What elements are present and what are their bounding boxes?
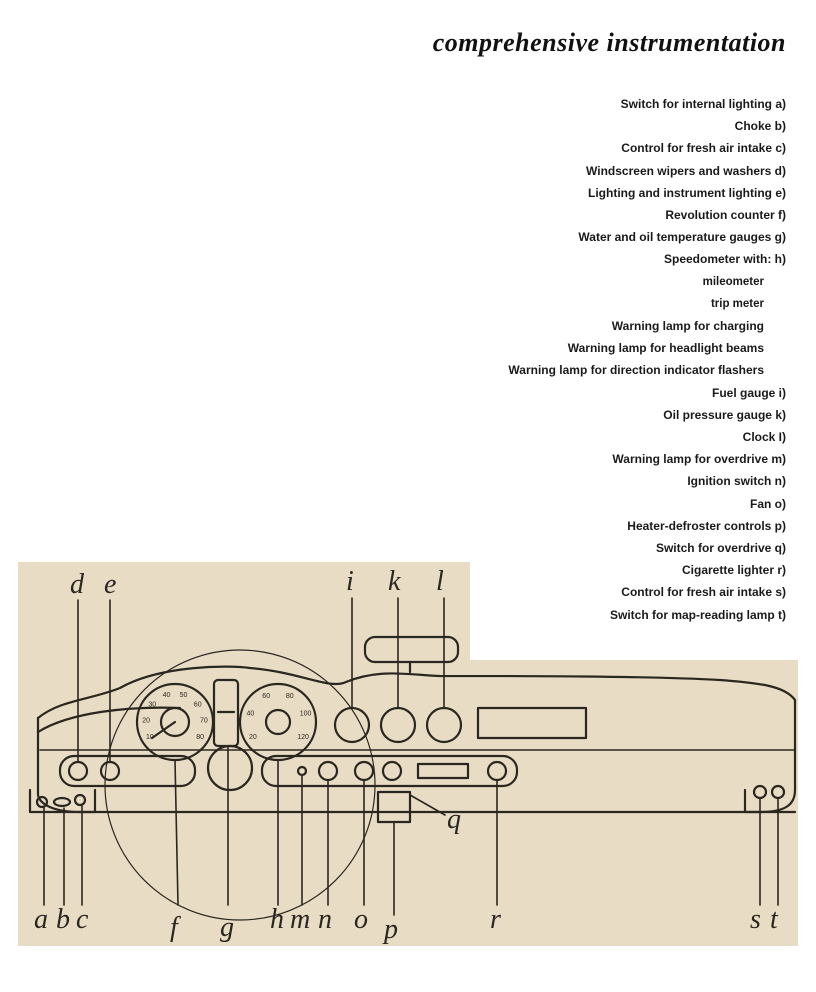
fuel-gauge	[333, 706, 371, 744]
gauge-tick-label: 60	[194, 701, 202, 708]
rear-view-mirror	[363, 635, 460, 664]
gauge-tick-label: 50	[180, 692, 188, 699]
fan-knob	[353, 760, 375, 782]
steering-column	[206, 744, 254, 792]
lighting-knob	[99, 760, 121, 782]
legend-item: Speedometer with: h)	[663, 252, 786, 267]
tachometer-ticks: 10 20 30 40 50 60 70 80	[142, 692, 208, 741]
clock	[425, 706, 463, 744]
legend-item: Switch for map-reading lamp t)	[609, 607, 786, 622]
steering-wheel	[104, 649, 376, 921]
callout-i: i	[346, 566, 354, 597]
legend-item: Switch for overdrive q)	[655, 541, 786, 555]
gauge-tick-label: 60	[262, 693, 270, 700]
callout-b: b	[56, 904, 70, 935]
speedometer	[238, 682, 318, 762]
legend-item: Warning lamp for overdrive m)	[612, 452, 786, 467]
left-switch-panel	[58, 754, 197, 788]
legend-item: Revolution counter f)	[665, 208, 786, 222]
legend-item: Oil pressure gauge k)	[663, 407, 786, 422]
legend-item: Cigarette lighter r)	[681, 563, 786, 578]
center-switch-panel	[260, 754, 519, 788]
callout-c: c	[76, 904, 89, 935]
tachometer	[135, 682, 215, 762]
gauge-tick-label: 20	[249, 734, 257, 741]
fresh-air-s	[770, 784, 786, 800]
legend-item: Lighting and instrument lighting e)	[588, 185, 786, 200]
callout-t: t	[770, 904, 779, 935]
glovebox-panel	[476, 706, 588, 740]
callout-e: e	[104, 569, 116, 600]
callout-q: q	[447, 804, 461, 835]
callout-p: p	[382, 914, 398, 945]
overdrive-switch	[376, 790, 412, 824]
legend-item: Warning lamp for direction indicator fla…	[508, 363, 764, 378]
callout-m: m	[290, 904, 310, 935]
overdrive-lamp	[296, 765, 308, 777]
heater-knob	[381, 760, 403, 782]
legend-item: mileometer	[702, 275, 764, 288]
legend-item: Warning lamp for charging	[611, 319, 764, 333]
wiper-knob	[67, 760, 89, 782]
gauge-tick-label: 30	[148, 701, 156, 708]
callout-f: f	[170, 912, 181, 943]
gauge-tick-label: 100	[300, 711, 312, 718]
ignition-switch	[317, 760, 339, 782]
legend-item: Control for fresh air intake s)	[621, 585, 786, 600]
map-lamp-switch	[752, 784, 768, 800]
page-title: comprehensive instrumentation	[432, 28, 786, 57]
internal-light-switch	[35, 795, 49, 809]
callout-s: s	[750, 904, 761, 935]
callout-k: k	[388, 566, 401, 597]
legend-item: Switch for internal lighting a)	[620, 97, 786, 111]
dashboard-top	[36, 665, 797, 720]
callout-r: r	[490, 904, 501, 935]
legend-item: Warning lamp for headlight beams	[567, 341, 764, 356]
choke-knob	[52, 796, 72, 808]
heater-slide	[416, 762, 470, 780]
legend-item: trip meter	[710, 297, 764, 310]
oil-pressure-gauge	[379, 706, 417, 744]
callout-o: o	[354, 904, 368, 935]
legend-item: Control for fresh air intake c)	[621, 141, 786, 156]
callout-l: l	[436, 566, 444, 597]
cigarette-lighter	[486, 760, 508, 782]
gauge-tick-label: 80	[286, 693, 294, 700]
temp-gauges	[212, 678, 240, 748]
gauge-tick-label: 70	[200, 717, 208, 724]
legend-item: Heater-defroster controls p)	[627, 518, 786, 533]
callout-d: d	[70, 569, 85, 600]
speedometer-ticks: 20 40 60 80 100 120	[247, 693, 312, 741]
gauge-tick-label: 120	[297, 734, 309, 741]
legend-item: Fan o)	[750, 496, 786, 511]
callout-g: g	[220, 912, 234, 943]
gauge-tick-label: 40	[163, 692, 171, 699]
legend-item: Fuel gauge i)	[711, 385, 786, 400]
legend-item: Water and oil temperature gauges g)	[578, 230, 786, 245]
legend-item: Ignition switch n)	[687, 474, 786, 489]
legend-item: Choke b)	[734, 119, 786, 134]
gauge-tick-label: 20	[142, 717, 150, 724]
callout-a: a	[34, 904, 48, 935]
callout-h: h	[270, 904, 284, 935]
legend-item: Clock I)	[742, 430, 786, 444]
dashboard-face	[36, 698, 797, 814]
dashboard-upper-line	[36, 706, 182, 734]
gauge-tick-label: 40	[247, 711, 255, 718]
legend-item: Windscreen wipers and washers d)	[586, 163, 786, 178]
callout-n: n	[318, 904, 332, 935]
gauge-tick-label: 10	[146, 734, 154, 741]
gauge-tick-label: 80	[196, 734, 204, 741]
fresh-air-c	[73, 793, 87, 807]
